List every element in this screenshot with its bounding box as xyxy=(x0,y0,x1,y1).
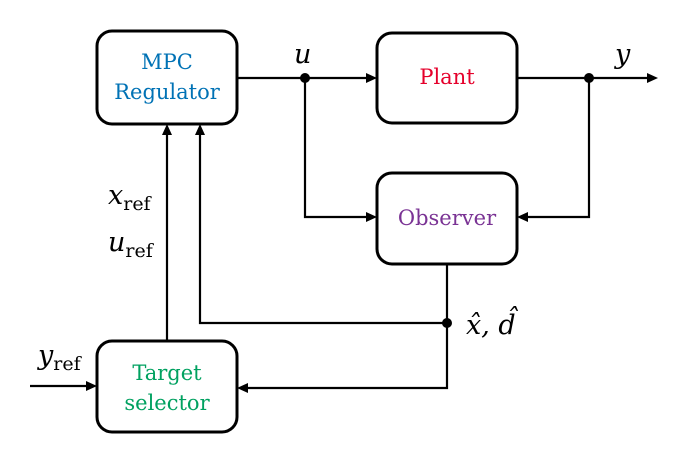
wires xyxy=(30,73,658,393)
arrow-into-target-selector xyxy=(237,383,248,393)
wire-observer-output xyxy=(246,264,449,390)
mpc-regulator-block: MPC Regulator xyxy=(95,29,239,126)
arrow-references-into-mpc xyxy=(162,124,172,135)
arrow-into-observer-left xyxy=(366,212,377,222)
target-selector-label-line1: Target xyxy=(132,361,202,385)
plant-label: Plant xyxy=(419,65,475,89)
signal-u-label: u xyxy=(294,39,311,70)
arrow-into-target-selector-left xyxy=(86,381,97,391)
wire-estimate-to-mpc xyxy=(198,133,447,325)
arrow-output-y xyxy=(647,73,658,83)
signal-xref-label: xref xyxy=(108,180,153,215)
target-selector-block: Target selector xyxy=(95,339,239,434)
target-selector-label-line2: selector xyxy=(124,391,210,415)
junction-u xyxy=(300,73,310,83)
wire-u-to-observer xyxy=(303,78,368,219)
signal-uref-label: uref xyxy=(108,227,155,262)
plant-block: Plant xyxy=(375,31,519,125)
signal-estimate-label: x̂, d̂ xyxy=(466,306,518,341)
junction-y xyxy=(584,73,594,83)
mpc-regulator-label-line2: Regulator xyxy=(114,80,221,104)
signal-y-label: y xyxy=(614,39,631,70)
mpc-regulator-label-line1: MPC xyxy=(141,50,193,74)
arrow-estimate-into-mpc xyxy=(195,124,205,135)
wire-y-to-observer xyxy=(526,78,591,219)
arrow-into-plant xyxy=(366,73,377,83)
arrow-into-observer-right xyxy=(517,212,528,222)
junction-estimate xyxy=(442,318,452,328)
observer-block: Observer xyxy=(375,171,519,266)
signal-yref-label: yref xyxy=(37,340,83,375)
observer-label: Observer xyxy=(398,206,497,230)
